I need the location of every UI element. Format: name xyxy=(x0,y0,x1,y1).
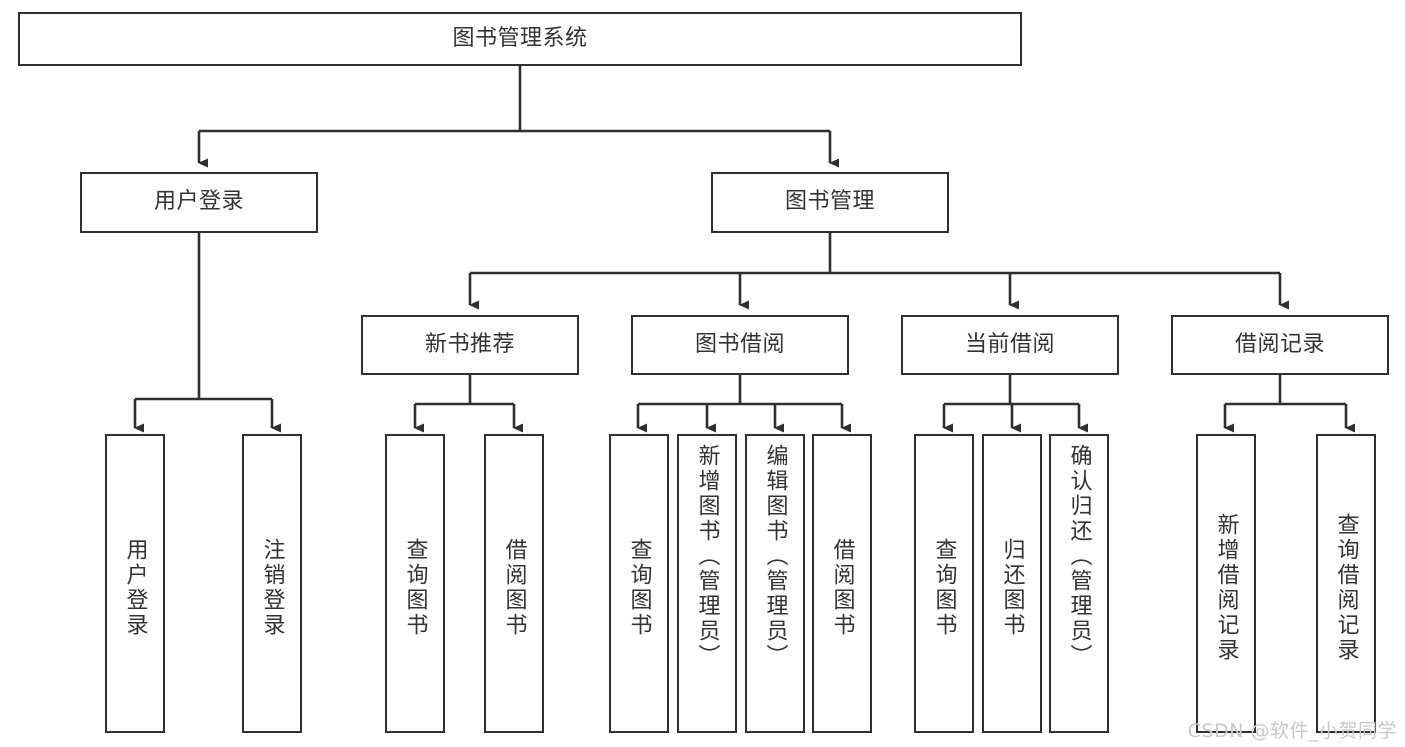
leaf-book-borrow-query-label: 查询图书 xyxy=(626,537,652,638)
node-root[interactable]: 图书管理系统 xyxy=(18,12,1022,66)
leaf-borrow-record-query[interactable]: 查询借阅记录 xyxy=(1316,434,1376,733)
leaf-book-borrow-add-label: 新增图书（管理员） xyxy=(694,444,720,669)
leaf-borrow-record-query-label: 查询借阅记录 xyxy=(1333,512,1359,663)
node-current-borrow-label: 当前借阅 xyxy=(964,331,1055,357)
leaf-book-borrow-borrow-label: 借阅图书 xyxy=(829,537,855,638)
node-book-management-label: 图书管理 xyxy=(784,189,875,215)
leaf-book-borrow-query[interactable]: 查询图书 xyxy=(609,434,669,733)
leaf-user-login-login[interactable]: 用户登录 xyxy=(105,434,165,733)
node-new-book-recommend-label: 新书推荐 xyxy=(424,331,515,357)
leaf-book-borrow-edit-label: 编辑图书（管理员） xyxy=(762,444,788,669)
node-book-borrow-label: 图书借阅 xyxy=(694,331,785,357)
node-root-label: 图书管理系统 xyxy=(452,25,588,51)
node-user-login[interactable]: 用户登录 xyxy=(80,172,318,233)
leaf-new-book-borrow-label: 借阅图书 xyxy=(501,537,527,638)
leaf-current-borrow-return-label: 归还图书 xyxy=(999,537,1025,638)
leaf-current-borrow-query[interactable]: 查询图书 xyxy=(914,434,974,733)
node-user-login-label: 用户登录 xyxy=(153,189,244,215)
leaf-new-book-query[interactable]: 查询图书 xyxy=(385,434,445,733)
node-book-borrow[interactable]: 图书借阅 xyxy=(631,315,849,375)
node-book-management[interactable]: 图书管理 xyxy=(711,172,949,233)
leaf-current-borrow-confirm-label: 确认归还（管理员） xyxy=(1066,444,1092,669)
leaf-new-book-query-label: 查询图书 xyxy=(402,537,428,638)
leaf-book-borrow-borrow[interactable]: 借阅图书 xyxy=(812,434,872,733)
leaf-borrow-record-add[interactable]: 新增借阅记录 xyxy=(1196,434,1256,733)
leaf-current-borrow-confirm[interactable]: 确认归还（管理员） xyxy=(1049,434,1109,733)
node-borrow-record-label: 借阅记录 xyxy=(1234,331,1325,357)
node-new-book-recommend[interactable]: 新书推荐 xyxy=(361,315,579,375)
watermark: CSDN @软件_小贺同学 xyxy=(1187,720,1397,742)
leaf-current-borrow-query-label: 查询图书 xyxy=(931,537,957,638)
leaf-user-login-login-label: 用户登录 xyxy=(122,537,148,638)
leaf-borrow-record-add-label: 新增借阅记录 xyxy=(1213,512,1239,663)
leaf-user-login-logout-label: 注销登录 xyxy=(259,537,285,638)
leaf-book-borrow-edit[interactable]: 编辑图书（管理员） xyxy=(745,434,805,733)
leaf-current-borrow-return[interactable]: 归还图书 xyxy=(982,434,1042,733)
leaf-book-borrow-add[interactable]: 新增图书（管理员） xyxy=(677,434,737,733)
node-borrow-record[interactable]: 借阅记录 xyxy=(1171,315,1389,375)
leaf-new-book-borrow[interactable]: 借阅图书 xyxy=(484,434,544,733)
node-current-borrow[interactable]: 当前借阅 xyxy=(901,315,1119,375)
leaf-user-login-logout[interactable]: 注销登录 xyxy=(242,434,302,733)
